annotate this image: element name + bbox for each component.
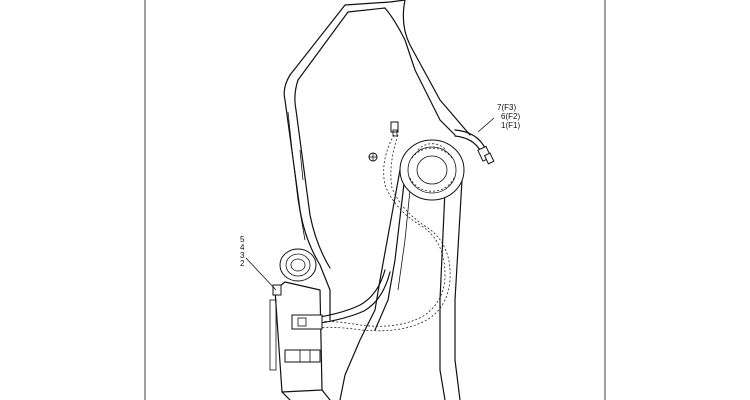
hose-route-dashed (319, 134, 451, 332)
arm-pivot-boss (399, 139, 465, 201)
leader-line-right (477, 117, 495, 133)
boom-foot-pivot (279, 248, 317, 282)
valve-block (269, 281, 331, 400)
leader-line-left (245, 257, 277, 291)
callout-7-f3: 7(F3) (497, 103, 516, 112)
callout-4: 4 (240, 243, 245, 252)
arm-body (339, 169, 463, 400)
hose-end-fitting (454, 129, 495, 165)
callout-2: 2 (240, 259, 245, 268)
callout-6-f2: 6(F2) (501, 112, 520, 121)
boom-plug-fitting (368, 152, 378, 162)
callout-group-left: 5 4 3 2 (240, 235, 245, 268)
boom-outline (283, 0, 471, 321)
hose-bracket-top (390, 121, 399, 137)
callout-group-right: 7(F3) 6(F2) 1(F1) (497, 103, 520, 130)
callout-1-f1: 1(F1) (501, 121, 520, 130)
callout-3: 3 (240, 251, 245, 260)
callout-5: 5 (240, 235, 245, 244)
